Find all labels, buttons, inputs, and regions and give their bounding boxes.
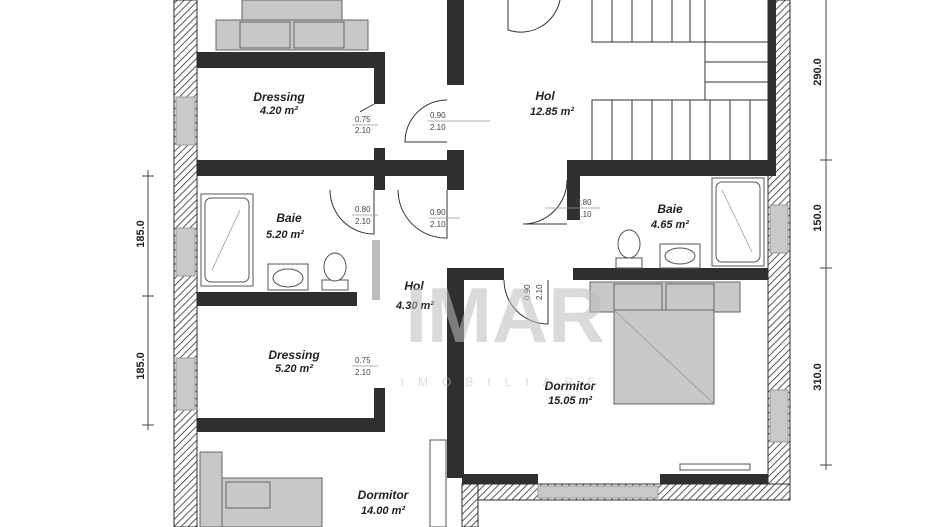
room-area-hol-top: 12.85 m² bbox=[530, 106, 574, 118]
wall-stub-top bbox=[374, 148, 385, 176]
room-area-hol-middle: 4.30 m² bbox=[395, 300, 434, 312]
room-name-dormitor-bottom: Dormitor bbox=[358, 488, 410, 502]
bed-dormitor bbox=[589, 281, 741, 405]
window-left-3 bbox=[175, 357, 196, 411]
wall-stairs-right bbox=[768, 0, 776, 176]
bed-top bbox=[215, 0, 369, 51]
svg-text:2.10: 2.10 bbox=[355, 217, 371, 226]
room-name-hol-middle: Hol bbox=[404, 279, 424, 293]
svg-text:2.10: 2.10 bbox=[535, 284, 544, 300]
toilet-left bbox=[321, 252, 349, 291]
door-dressing-arc bbox=[359, 103, 375, 113]
door-label-hol-middle: 0.90 2.10 bbox=[428, 208, 460, 229]
door-top-arc bbox=[507, 0, 561, 33]
dimension-right-3: 310.0 bbox=[812, 363, 824, 391]
svg-text:0.90: 0.90 bbox=[430, 208, 446, 217]
wall-dressing-right-top bbox=[374, 52, 385, 104]
svg-text:0.75: 0.75 bbox=[355, 356, 371, 365]
wall-dressing2-right bbox=[374, 388, 385, 432]
room-area-dressing-bottom: 5.20 m² bbox=[275, 363, 313, 375]
outer-wall-bottom-stub bbox=[461, 483, 479, 527]
sink-right bbox=[659, 243, 701, 269]
dimension-left-1: 185.0 bbox=[135, 220, 147, 248]
bathtub-left bbox=[200, 193, 254, 287]
svg-text:0.90: 0.90 bbox=[523, 284, 532, 300]
dimension-line-left: 185.0 185.0 bbox=[135, 170, 154, 430]
svg-text:2.10: 2.10 bbox=[355, 368, 371, 377]
door-hol-arc bbox=[404, 99, 448, 143]
watermark-logo: IMAR bbox=[405, 271, 604, 359]
partition-light bbox=[372, 240, 380, 300]
room-area-dressing-top: 4.20 m² bbox=[259, 105, 298, 117]
door-label-hol-top: 0.90 2.10 bbox=[428, 111, 490, 132]
svg-text:2.10: 2.10 bbox=[355, 126, 371, 135]
watermark-subtitle: IMOBILIARE bbox=[401, 375, 610, 389]
svg-text:2.10: 2.10 bbox=[430, 220, 446, 229]
wall-mid-horizontal-right bbox=[567, 160, 768, 176]
window-right-2 bbox=[769, 389, 789, 443]
room-area-dormitor-right: 15.05 m² bbox=[548, 395, 592, 407]
room-name-baie-right: Baie bbox=[657, 202, 683, 216]
door-bedroom-arc bbox=[503, 279, 549, 325]
wall-bath-left-top bbox=[197, 292, 357, 306]
svg-text:0.80: 0.80 bbox=[576, 198, 592, 207]
dimension-right-1: 290.0 bbox=[812, 58, 824, 86]
wall-core-left-lower bbox=[447, 150, 464, 190]
wardrobe-bottom bbox=[429, 439, 447, 527]
staircase bbox=[591, 0, 768, 160]
wall-bath-right-top bbox=[567, 160, 580, 220]
door-bath-left-arc bbox=[329, 189, 375, 235]
sink-left bbox=[267, 263, 309, 291]
window-bottom bbox=[537, 485, 659, 499]
door-label-dormitor: 0.90 2.10 bbox=[523, 284, 544, 300]
room-name-dressing-top: Dressing bbox=[253, 90, 305, 104]
toilet-right bbox=[615, 229, 643, 269]
door-label-dressing-bottom: 0.75 2.10 bbox=[352, 356, 378, 377]
wall-core-left-bottom bbox=[447, 268, 464, 478]
wall-bottom-left bbox=[462, 474, 538, 484]
window-right-1 bbox=[769, 204, 789, 254]
room-area-baie-left: 5.20 m² bbox=[266, 229, 304, 241]
window-left-1 bbox=[175, 96, 196, 146]
door-label-baie-right: 0.80 2.10 bbox=[545, 198, 600, 219]
wardrobe-dormitor bbox=[679, 463, 751, 471]
wall-bottom-dormitor bbox=[660, 474, 768, 484]
room-name-dressing-bottom: Dressing bbox=[268, 348, 320, 362]
dimension-right-2: 150.0 bbox=[812, 204, 824, 232]
svg-text:2.10: 2.10 bbox=[576, 210, 592, 219]
room-name-baie-left: Baie bbox=[276, 211, 302, 225]
wall-bath-right-bottom bbox=[573, 268, 768, 280]
dimension-line-right: 290.0 150.0 310.0 bbox=[812, 0, 832, 470]
svg-text:0.75: 0.75 bbox=[355, 115, 371, 124]
room-name-hol-top: Hol bbox=[535, 89, 555, 103]
bed-bottom bbox=[199, 451, 323, 527]
window-left-2 bbox=[175, 227, 196, 277]
wall-mid-horizontal-left bbox=[197, 160, 459, 176]
door-bath-right-arc bbox=[522, 179, 568, 225]
wall-core-left bbox=[447, 0, 464, 85]
watermark: IMAR IMOBILIARE bbox=[401, 271, 610, 389]
svg-text:2.10: 2.10 bbox=[430, 123, 446, 132]
svg-text:0.90: 0.90 bbox=[430, 111, 446, 120]
door-label-dressing-top: 0.75 2.10 bbox=[352, 115, 378, 135]
wall-stub-bath bbox=[374, 176, 385, 190]
door-hol2-arc bbox=[397, 189, 448, 239]
room-area-baie-right: 4.65 m² bbox=[650, 219, 689, 231]
wall-bedroom-left-stub bbox=[462, 268, 504, 280]
svg-text:0.80: 0.80 bbox=[355, 205, 371, 214]
dimension-left-2: 185.0 bbox=[135, 352, 147, 380]
wall-dressing-top bbox=[197, 52, 385, 68]
room-area-dormitor-bottom: 14.00 m² bbox=[361, 505, 405, 517]
door-label-baie-left: 0.80 2.10 bbox=[352, 205, 378, 226]
wall-dressing2-bottom bbox=[197, 418, 385, 432]
bathtub-right bbox=[711, 177, 765, 267]
room-name-dormitor-right: Dormitor bbox=[545, 379, 597, 393]
